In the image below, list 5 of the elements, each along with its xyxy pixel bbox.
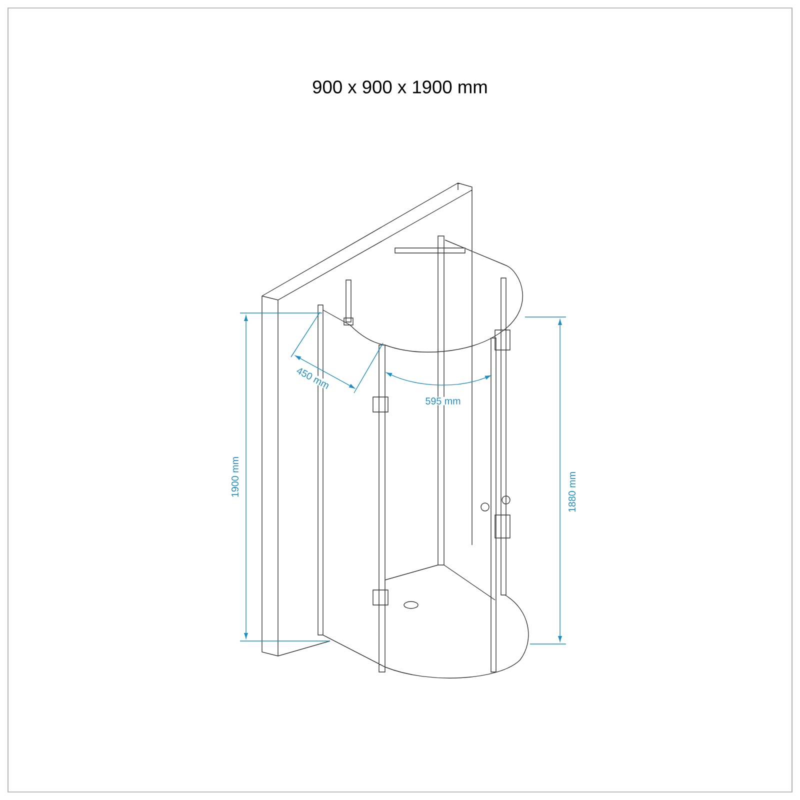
dimension-label: 595 mm xyxy=(424,396,462,406)
title: 900 x 900 x 1900 mm xyxy=(312,80,487,94)
dimension-label: 450 mm xyxy=(294,366,332,390)
dimension-label: 1900 mm xyxy=(230,456,240,498)
dimension-label: 1880 mm xyxy=(568,470,576,514)
